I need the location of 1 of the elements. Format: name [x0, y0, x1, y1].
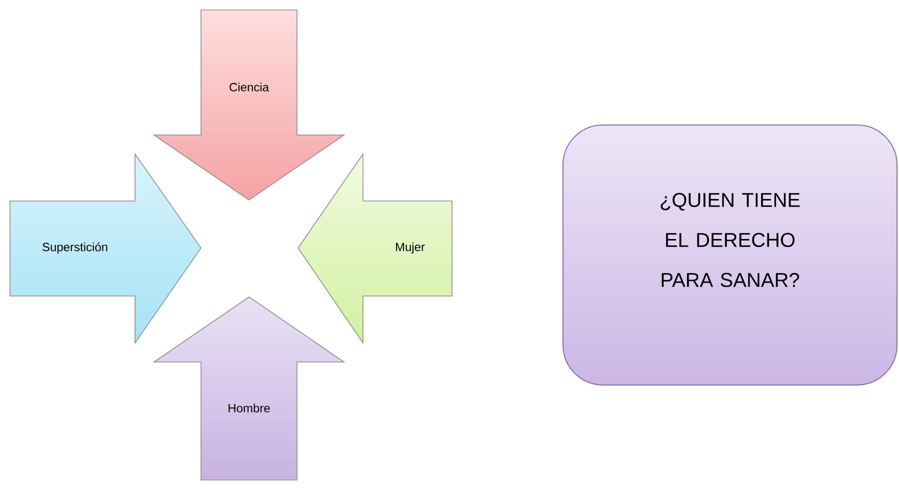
- rounded-box: ¿QUIEN TIENE EL DERECHO PARA SANAR?: [562, 124, 898, 386]
